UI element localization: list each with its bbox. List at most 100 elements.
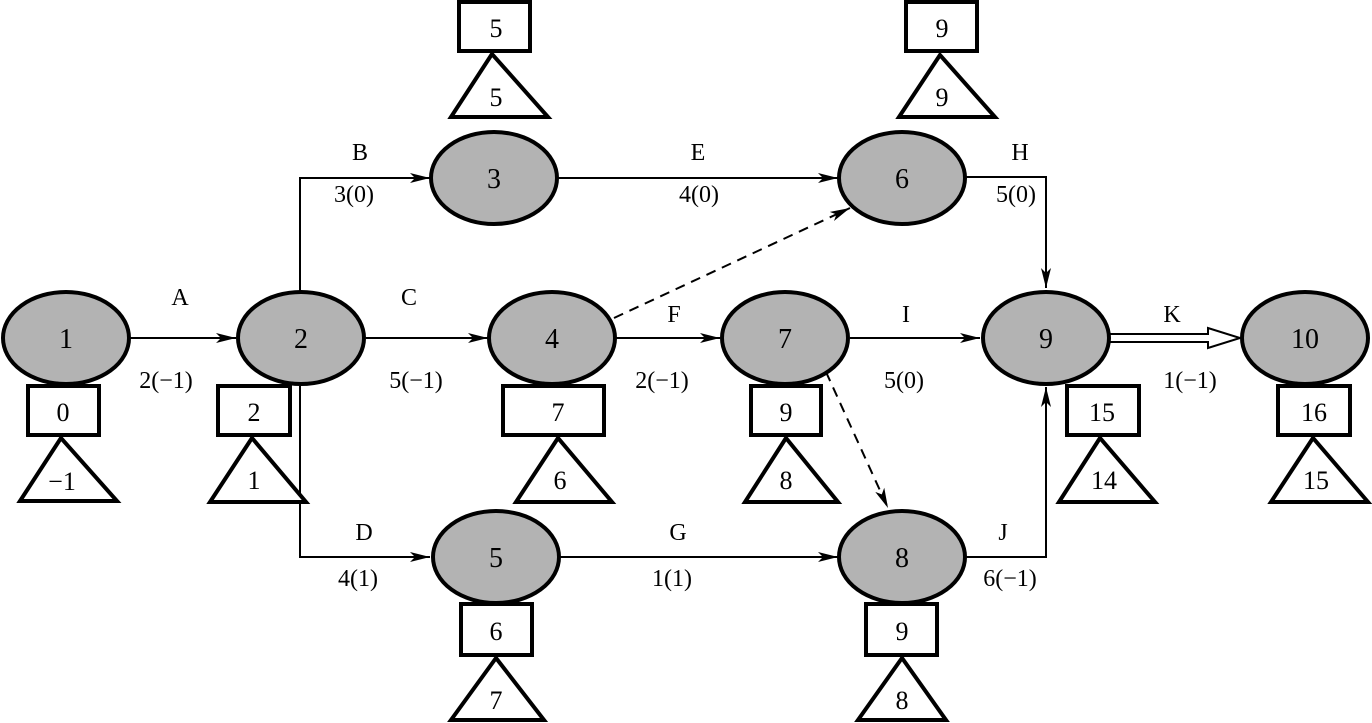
node-4-triangle-value: 6 <box>554 466 567 495</box>
node-9-ellipse <box>981 290 1111 386</box>
node-6-triangle-value: 9 <box>936 83 949 112</box>
node-8: 8 9 8 <box>837 509 967 722</box>
node-9-box-value: 15 <box>1089 398 1115 427</box>
edge-B-name: B <box>352 140 368 166</box>
node-6-box-value: 9 <box>936 14 949 43</box>
node-9-triangle <box>1055 434 1160 504</box>
node-1-box <box>26 384 101 437</box>
node-1-triangle <box>16 434 122 503</box>
edge-B: B 3(0) <box>299 140 430 296</box>
node-3-label: 3 <box>487 164 501 195</box>
node-6-triangle <box>895 51 1000 119</box>
edge-E-name: E <box>691 140 706 166</box>
edge-I-duration: 5(0) <box>884 368 924 394</box>
node-8-box <box>864 602 939 657</box>
edge-G-duration: 1(1) <box>652 566 692 592</box>
edge-F-duration: 2(−1) <box>635 368 689 394</box>
node-7-box-value: 9 <box>780 398 793 427</box>
node-5-triangle-value: 7 <box>490 686 503 715</box>
node-2-box <box>216 384 292 437</box>
node-8-label: 8 <box>895 543 909 574</box>
node-8-triangle <box>854 654 950 722</box>
edge-H-duration: 5(0) <box>996 182 1036 208</box>
edge-K-double-arrow <box>1110 326 1244 350</box>
edge-A: A 2(−1) <box>130 285 236 394</box>
node-3-ellipse <box>429 130 559 226</box>
node-7: 7 9 8 <box>720 290 850 504</box>
edge-D-duration: 4(1) <box>338 566 378 592</box>
node-10-triangle-value: 15 <box>1303 466 1329 495</box>
node-9-label: 9 <box>1039 324 1053 355</box>
node-2-triangle-value: 1 <box>248 466 261 495</box>
node-1-box-value: 0 <box>57 398 70 427</box>
node-7-label: 7 <box>778 324 792 355</box>
dummy-edge-4-6 <box>613 207 851 319</box>
node-5-box-value: 6 <box>490 617 503 646</box>
node-7-triangle <box>741 434 843 504</box>
node-9: 9 15 14 <box>981 290 1160 504</box>
edge-C-duration: 5(−1) <box>389 368 443 394</box>
node-2: 2 2 1 <box>206 290 366 504</box>
edge-B-duration: 3(0) <box>334 182 374 208</box>
edge-H: H 5(0) <box>966 140 1051 288</box>
node-2-label: 2 <box>294 324 308 355</box>
edge-D-line <box>299 386 430 562</box>
node-7-triangle-value: 8 <box>780 466 793 495</box>
node-9-triangle-value: 14 <box>1091 466 1117 495</box>
edge-G-name: G <box>669 520 686 546</box>
node-10-box-value: 16 <box>1301 398 1327 427</box>
node-5-triangle <box>447 654 549 722</box>
dummy-edge-7-8 <box>825 371 889 509</box>
node-10: 10 16 15 <box>1240 290 1372 504</box>
edge-I: I 5(0) <box>850 302 980 394</box>
node-10-box <box>1276 384 1352 437</box>
node-5-box <box>459 602 534 657</box>
edge-E-duration: 4(0) <box>679 182 719 208</box>
node-3-box <box>457 0 532 53</box>
node-10-triangle <box>1267 434 1372 504</box>
edge-D-name: D <box>355 520 372 546</box>
edge-A-duration: 2(−1) <box>139 368 193 394</box>
node-4-box-value: 7 <box>552 398 565 427</box>
node-1-label: 1 <box>59 324 73 355</box>
node-5: 5 6 7 <box>431 509 561 722</box>
edge-C-name: C <box>401 285 417 311</box>
edge-K-name: K <box>1163 302 1181 328</box>
node-10-label: 10 <box>1291 324 1319 355</box>
node-4-box <box>501 384 606 437</box>
edge-C: C 5(−1) <box>366 285 488 394</box>
edge-J-name: J <box>998 520 1007 546</box>
node-8-triangle-value: 8 <box>896 686 909 715</box>
node-4: 4 7 6 <box>487 290 617 504</box>
node-1-triangle-value: −1 <box>48 467 76 496</box>
edge-B-line <box>299 173 430 296</box>
edge-F-name: F <box>667 302 680 328</box>
edge-K-duration: 1(−1) <box>1163 368 1217 394</box>
edge-K: K 1(−1) <box>1110 302 1244 394</box>
edge-G: G 1(1) <box>560 520 838 592</box>
node-3: 3 5 5 <box>429 0 559 226</box>
edge-D: D 4(1) <box>299 386 430 592</box>
node-7-box <box>749 384 823 437</box>
node-6-label: 6 <box>895 164 909 195</box>
node-4-label: 4 <box>545 324 559 355</box>
edge-J: J 6(−1) <box>966 387 1051 592</box>
node-6: 6 9 9 <box>837 0 1000 226</box>
node-9-box <box>1065 384 1141 437</box>
node-3-triangle-value: 5 <box>490 83 503 112</box>
edge-F: F 2(−1) <box>616 302 720 394</box>
edge-E: E 4(0) <box>558 140 838 208</box>
node-4-triangle <box>512 434 617 504</box>
node-1: 1 0 −1 <box>1 290 131 503</box>
node-2-box-value: 2 <box>248 398 261 427</box>
edge-J-line <box>966 387 1051 558</box>
node-6-box <box>904 0 979 53</box>
edge-A-name: A <box>171 285 189 311</box>
edge-I-name: I <box>902 302 910 328</box>
node-2-triangle <box>206 434 311 504</box>
edge-H-line <box>966 176 1051 288</box>
node-5-label: 5 <box>489 543 503 574</box>
edge-H-name: H <box>1011 140 1028 166</box>
node-3-triangle <box>447 50 553 119</box>
